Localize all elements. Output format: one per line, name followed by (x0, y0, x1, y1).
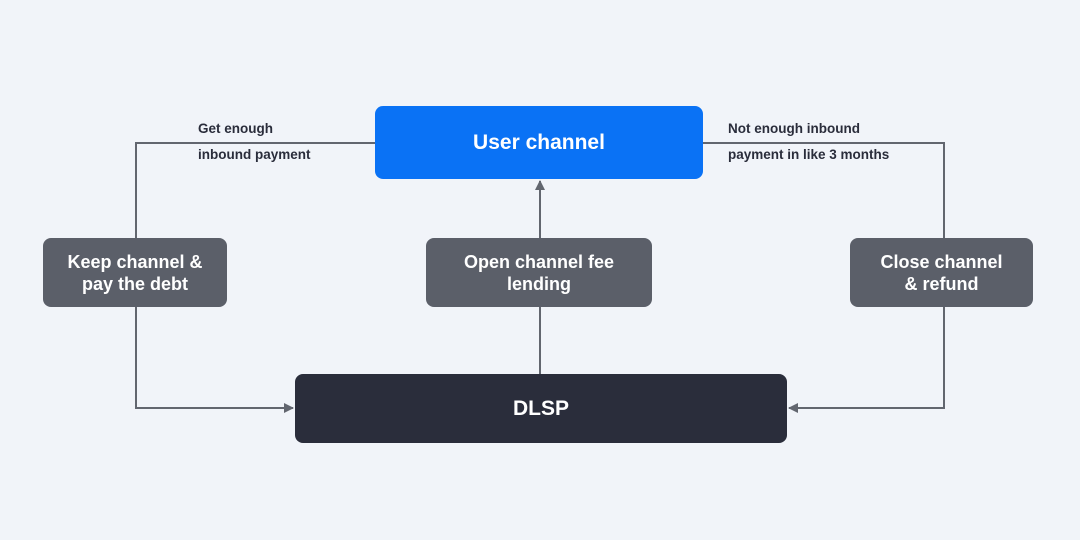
edge-label-get-enough: Get enough inbound payment (198, 116, 311, 168)
open-channel-fee-node: Open channel fee lending (426, 238, 652, 307)
edge-label-right-line-1: Not enough inbound (728, 121, 860, 136)
edge-label-right-line-2: payment in like 3 months (728, 147, 890, 162)
user-channel-node: User channel (375, 106, 703, 179)
edge-label-left-line-1: Get enough (198, 121, 273, 136)
edge-label-not-enough: Not enough inbound payment in like 3 mon… (728, 116, 889, 168)
keep-channel-label-line-2: pay the debt (81, 273, 188, 294)
dlsp-label: DLSP (512, 396, 569, 420)
connector-keep-to-dlsp (135, 307, 294, 413)
close-channel-label-line-2: & refund (904, 273, 979, 294)
open-channel-label-line-2: lending (507, 273, 571, 294)
close-channel-label-line-1: Close channel (880, 251, 1003, 272)
dlsp-node: DLSP (295, 374, 787, 443)
connector-close-to-dlsp (788, 307, 945, 413)
close-channel-node: Close channel & refund (850, 238, 1033, 307)
user-channel-label: User channel (473, 130, 605, 154)
keep-channel-node: Keep channel & pay the debt (43, 238, 227, 307)
keep-channel-label-line-1: Keep channel & (67, 251, 203, 272)
edge-label-left-line-2: inbound payment (198, 147, 311, 162)
connector-user-to-keep (135, 142, 375, 238)
connector-user-to-close (703, 142, 945, 238)
open-channel-label-line-1: Open channel fee (463, 251, 615, 272)
